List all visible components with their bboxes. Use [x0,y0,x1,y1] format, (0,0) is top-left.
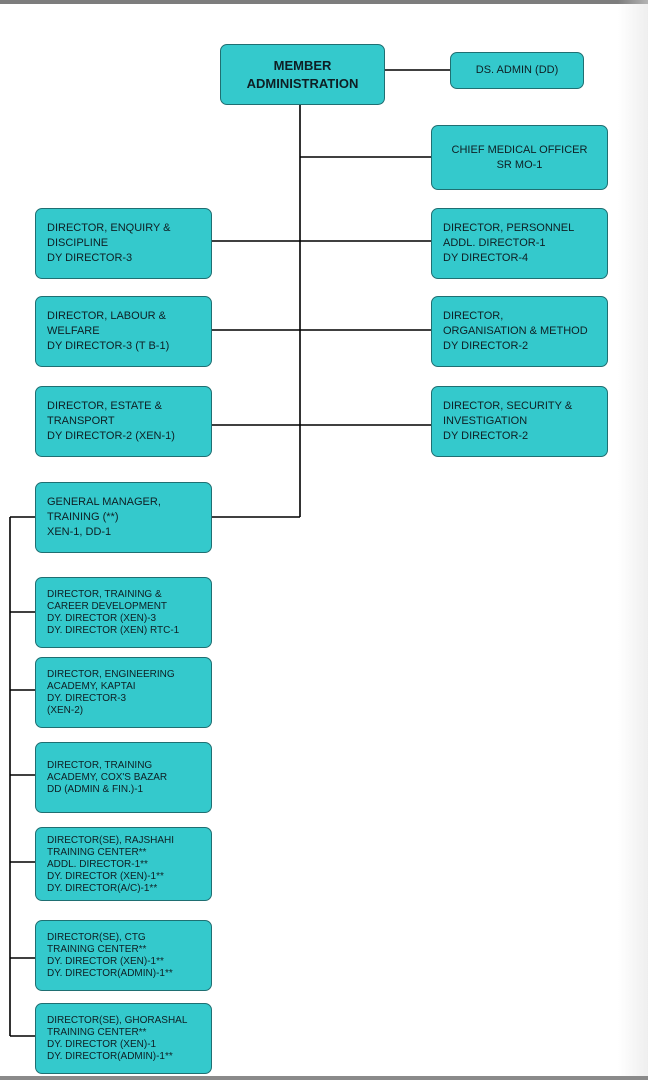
member-administration-box: MEMBER ADMINISTRATION [220,44,385,105]
personnel-line3: DY DIRECTOR-4 [443,252,529,264]
director-rajshahi-box: DIRECTOR(SE), RAJSHAHI TRAINING CENTER**… [35,827,212,901]
estate-line3: DY DIRECTOR-2 (XEN-1) [47,430,175,442]
personnel-line2: ADDL. DIRECTOR-1 [443,237,546,249]
security-line2: INVESTIGATION [443,415,528,427]
ctg-line3: DY. DIRECTOR (XEN)-1** [47,955,164,967]
organisation-line1: DIRECTOR, [443,310,504,322]
engineering-line1: DIRECTOR, ENGINEERING [47,668,175,680]
personnel-line1: DIRECTOR, PERSONNEL [443,222,575,234]
engineering-line3: DY. DIRECTOR-3 [47,692,127,704]
gm-training-line2: TRAINING (**) [47,511,119,523]
ds-admin-line1: DS. ADMIN (DD) [475,64,559,76]
ds-admin-box: DS. ADMIN (DD) [450,52,584,89]
ctg-line2: TRAINING CENTER** [47,943,147,955]
rajshahi-line4: DY. DIRECTOR (XEN)-1** [47,871,164,882]
director-ctg-box: DIRECTOR(SE), CTG TRAINING CENTER** DY. … [35,920,212,991]
enquiry-line2: DISCIPLINE [47,237,109,249]
cmo-line2: SR MO-1 [496,158,543,171]
training-career-line2: CAREER DEVELOPMENT [47,600,168,612]
member-line1: MEMBER [273,57,332,73]
training-career-line4: DY. DIRECTOR (XEN) RTC-1 [47,624,180,636]
director-enquiry-box: DIRECTOR, ENQUIRY & DISCIPLINE DY DIRECT… [35,208,212,279]
ghorashal-line1: DIRECTOR(SE), GHORASHAL [47,1014,188,1026]
gm-training-line1: GENERAL MANAGER, [47,496,161,508]
gm-training-line3: XEN-1, DD-1 [47,526,112,538]
general-manager-training-box: GENERAL MANAGER, TRAINING (**) XEN-1, DD… [35,482,212,553]
member-line2: ADMINISTRATION [246,75,359,91]
training-career-line1: DIRECTOR, TRAINING & [47,588,162,600]
coxs-line3: DD (ADMIN & FIN.)-1 [47,783,144,795]
estate-line1: DIRECTOR, ESTATE & [47,400,162,412]
bottom-border [0,1076,648,1080]
top-border [0,0,648,4]
labour-line3: DY DIRECTOR-3 (T B-1) [47,340,170,352]
security-line3: DY DIRECTOR-2 [443,430,529,442]
rajshahi-line5: DY. DIRECTOR(A/C)-1** [47,883,158,894]
coxs-line1: DIRECTOR, TRAINING [47,759,153,771]
engineering-line4: (XEN-2) [47,704,84,716]
chief-medical-officer-box: CHIEF MEDICAL OFFICER SR MO-1 [431,125,608,190]
ctg-line1: DIRECTOR(SE), CTG [47,931,146,943]
director-estate-box: DIRECTOR, ESTATE & TRANSPORT DY DIRECTOR… [35,386,212,457]
enquiry-line3: DY DIRECTOR-3 [47,252,133,264]
estate-line2: TRANSPORT [47,415,115,427]
labour-line1: DIRECTOR, LABOUR & [47,310,166,322]
training-career-line3: DY. DIRECTOR (XEN)-3 [47,612,157,624]
ghorashal-line4: DY. DIRECTOR(ADMIN)-1** [47,1050,173,1062]
rajshahi-line2: TRAINING CENTER** [47,847,147,858]
rajshahi-line3: ADDL. DIRECTOR-1** [47,859,148,870]
rajshahi-line1: DIRECTOR(SE), RAJSHAHI [47,835,175,846]
director-engineering-academy-box: DIRECTOR, ENGINEERING ACADEMY, KAPTAI DY… [35,657,212,728]
ghorashal-line3: DY. DIRECTOR (XEN)-1 [47,1038,157,1050]
engineering-line2: ACADEMY, KAPTAI [47,680,136,692]
coxs-line2: ACADEMY, COX'S BAZAR [47,771,168,783]
cmo-line1: CHIEF MEDICAL OFFICER [451,143,588,156]
director-training-career-box: DIRECTOR, TRAINING & CAREER DEVELOPMENT … [35,577,212,648]
director-ghorashal-box: DIRECTOR(SE), GHORASHAL TRAINING CENTER*… [35,1003,212,1074]
director-personnel-box: DIRECTOR, PERSONNEL ADDL. DIRECTOR-1 DY … [431,208,608,279]
page-edge-shadow [618,0,648,1080]
director-coxs-bazar-box: DIRECTOR, TRAINING ACADEMY, COX'S BAZAR … [35,742,212,813]
ghorashal-line2: TRAINING CENTER** [47,1026,147,1038]
director-labour-box: DIRECTOR, LABOUR & WELFARE DY DIRECTOR-3… [35,296,212,367]
organisation-line2: ORGANISATION & METHOD [443,325,588,337]
enquiry-line1: DIRECTOR, ENQUIRY & [47,222,171,234]
director-security-box: DIRECTOR, SECURITY & INVESTIGATION DY DI… [431,386,608,457]
ctg-line4: DY. DIRECTOR(ADMIN)-1** [47,967,173,979]
labour-line2: WELFARE [47,325,100,337]
organisation-line3: DY DIRECTOR-2 [443,340,529,352]
director-organisation-box: DIRECTOR, ORGANISATION & METHOD DY DIREC… [431,296,608,367]
security-line1: DIRECTOR, SECURITY & [443,400,573,412]
